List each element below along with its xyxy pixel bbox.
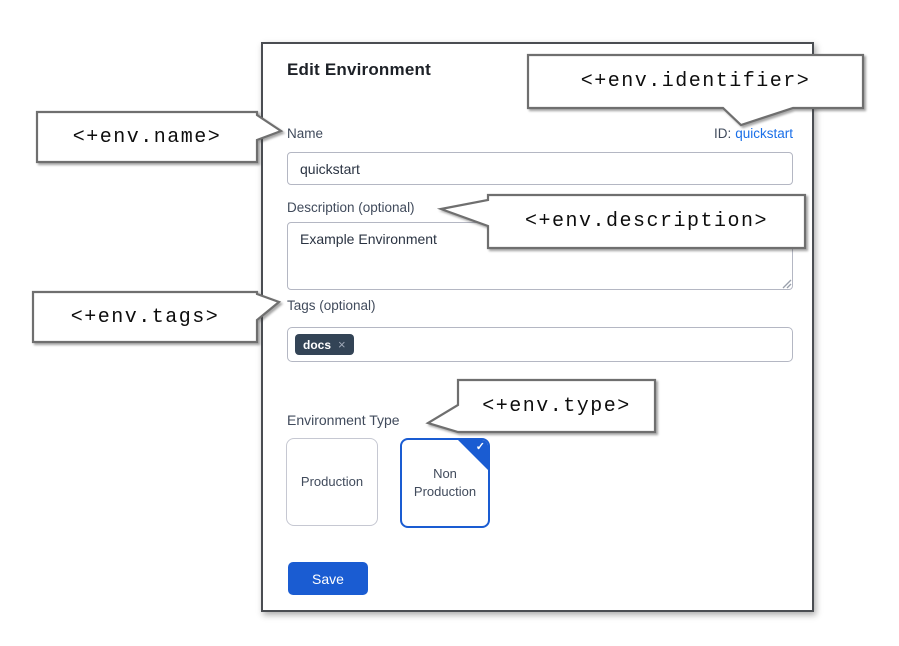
type-card-non-production[interactable]: ✓ Non Production [400, 438, 490, 528]
remove-tag-icon[interactable]: × [338, 337, 346, 352]
tag-chip-label: docs [303, 337, 332, 352]
tags-label: Tags (optional) [287, 298, 376, 313]
name-input[interactable] [287, 152, 793, 185]
resize-handle-icon[interactable] [781, 278, 792, 289]
environment-id-row: ID:quickstart [714, 126, 793, 141]
check-icon: ✓ [475, 441, 485, 453]
callout-tags-bubble [31, 290, 282, 344]
dialog-title: Edit Environment [287, 60, 431, 79]
selected-corner-fold [458, 440, 488, 470]
id-label: ID: [713, 126, 732, 141]
callout-tags-text: <+env.tags> [70, 305, 220, 329]
tag-chip-docs: docs × [295, 334, 354, 355]
description-label: Description (optional) [287, 200, 415, 215]
tags-input[interactable]: docs × [287, 327, 793, 362]
edit-environment-dialog: Edit Environment Name ID:quickstart Desc… [261, 42, 814, 612]
id-value-link[interactable]: quickstart [735, 126, 793, 141]
description-textarea[interactable]: Example Environment [287, 222, 793, 290]
type-card-production[interactable]: Production [286, 438, 378, 526]
callout-name-text: <+env.name> [72, 125, 222, 149]
type-card-non-production-label: Non Production [413, 466, 477, 499]
save-button[interactable]: Save [288, 562, 368, 595]
type-card-production-label: Production [300, 474, 364, 490]
name-label: Name [287, 126, 324, 141]
callout-name-bubble [35, 110, 284, 164]
environment-type-label: Environment Type [287, 412, 400, 428]
